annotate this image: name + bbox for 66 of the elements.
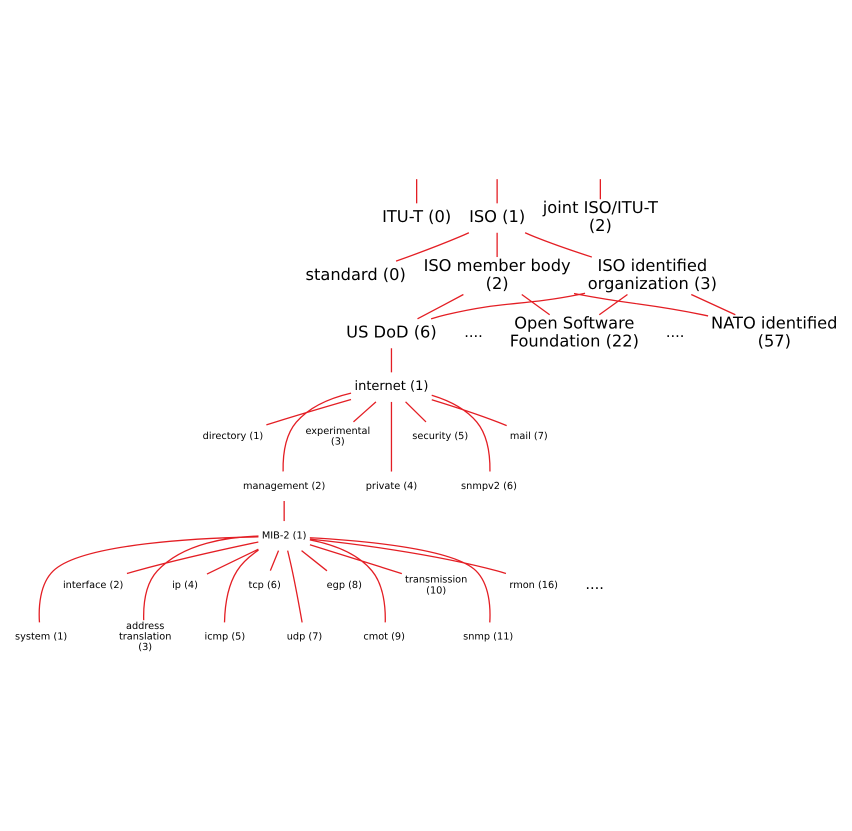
node-text: experimental (3) <box>305 425 370 448</box>
node-text: mail (7) <box>510 430 548 442</box>
connector <box>270 550 280 570</box>
connector <box>353 400 376 422</box>
node-text: egp (8) <box>326 579 362 590</box>
connector <box>432 398 507 426</box>
node-text: NATO identified (57) <box>711 313 838 350</box>
connector <box>396 232 470 262</box>
connector <box>310 538 506 574</box>
node-text: internet (1) <box>354 378 428 394</box>
node-text: snmp (11) <box>463 631 514 642</box>
connector <box>206 548 259 574</box>
node-text: ITU-T (0) <box>382 206 452 226</box>
node-text: private (4) <box>366 480 418 492</box>
connector <box>598 293 628 315</box>
connector <box>416 178 418 203</box>
connector <box>310 544 402 574</box>
connector <box>143 534 258 620</box>
node-text: ISO member body (2) <box>424 255 571 292</box>
node-text: cmot (9) <box>363 631 405 642</box>
connector <box>496 232 498 257</box>
node-text: address translation (3) <box>118 620 172 653</box>
label: .... <box>666 324 684 341</box>
node-text: ISO identified organization (3) <box>588 255 717 292</box>
connector <box>301 550 328 571</box>
connector <box>600 178 601 199</box>
connector <box>524 232 592 258</box>
connector <box>126 540 258 574</box>
node-text: udp (7) <box>286 631 322 642</box>
node-text: snmpv2 (6) <box>461 480 517 492</box>
connector <box>284 500 285 521</box>
connector <box>432 394 491 472</box>
node-text: icmp (5) <box>204 631 246 642</box>
connector <box>224 549 259 622</box>
connector <box>430 292 586 319</box>
connector <box>282 392 352 471</box>
node-text: Open Software Foundation (22) <box>510 313 639 350</box>
connector <box>38 536 258 622</box>
node-text: system (1) <box>15 631 68 642</box>
label: .... <box>464 324 483 341</box>
connector <box>417 293 464 319</box>
node-text: joint ISO/ITU-T (2) <box>542 198 658 235</box>
node-text: directory (1) <box>202 430 264 442</box>
node-text: interface (2) <box>62 579 124 590</box>
connector <box>390 348 392 372</box>
node-text: ip (4) <box>172 579 198 590</box>
connector <box>310 538 386 622</box>
node-text: standard (0) <box>306 264 406 284</box>
node-text: management (2) <box>243 480 326 492</box>
node-text: tcp (6) <box>248 579 281 590</box>
node-text: security (5) <box>412 430 468 442</box>
connector <box>405 400 426 422</box>
label: .... <box>585 576 604 593</box>
node-text: rmon (16) <box>509 579 558 590</box>
connector <box>521 293 550 315</box>
node-text: ISO (1) <box>469 206 526 226</box>
node-text: transmission (10) <box>405 574 468 596</box>
connector <box>390 401 392 472</box>
connector <box>310 536 491 622</box>
connector <box>287 550 303 622</box>
connector <box>266 398 352 425</box>
node-text: US DoD (6) <box>346 322 437 342</box>
connector <box>691 293 736 315</box>
connector <box>496 178 498 203</box>
connector <box>574 292 708 316</box>
node-text: MIB-2 (1) <box>262 530 306 541</box>
